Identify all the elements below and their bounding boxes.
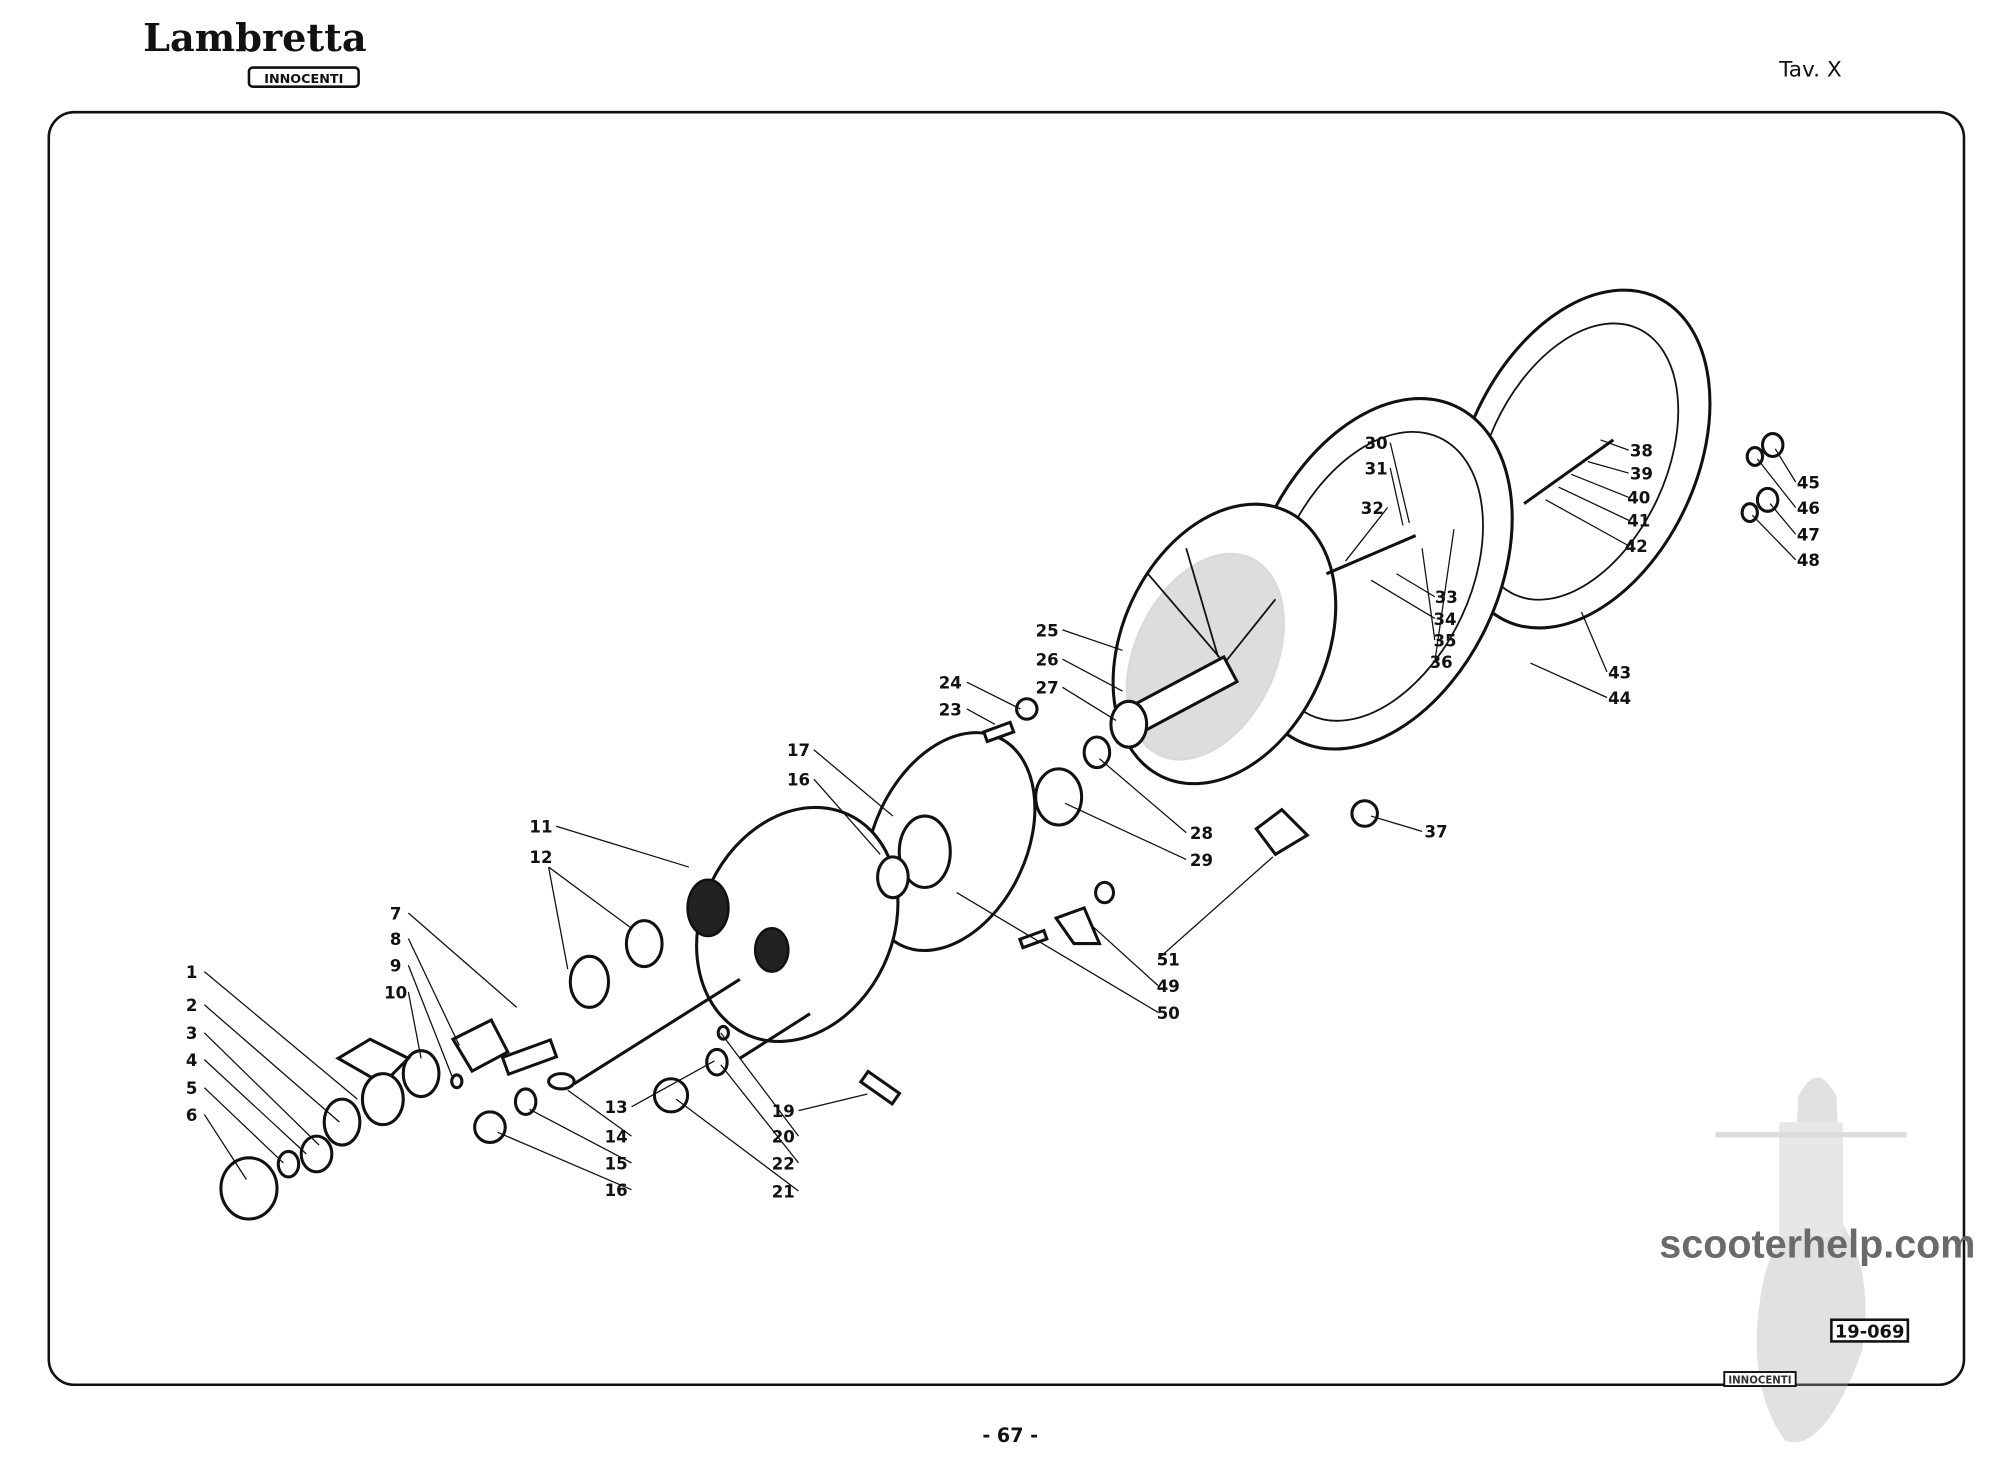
callout-4: 4	[186, 1051, 198, 1070]
callout-29: 29	[1190, 851, 1213, 870]
callout-39: 39	[1630, 464, 1653, 483]
scooter-watermark-image	[1715, 1077, 1907, 1443]
svg-text:INNOCENTI: INNOCENTI	[1728, 1375, 1791, 1386]
page-number: - 67 -	[982, 1424, 1038, 1447]
callout-37: 37	[1425, 823, 1448, 842]
diagram-frame	[47, 110, 1966, 1387]
callout-17: 17	[787, 741, 810, 760]
callout-labels: 1234567891011121314151616171920212223242…	[186, 434, 1820, 1201]
callout-23: 23	[939, 700, 962, 719]
leader-lines	[203, 439, 1797, 1192]
callout-2: 2	[186, 996, 198, 1015]
callout-15: 15	[605, 1154, 628, 1173]
callout-19: 19	[772, 1102, 795, 1121]
callout-28: 28	[1190, 824, 1213, 843]
callout-35: 35	[1433, 631, 1456, 650]
lambretta-logo: Lambretta INNOCENTI	[143, 16, 367, 88]
callout-1: 1	[186, 963, 198, 982]
drawing-code-box: 19-069	[1830, 1318, 1910, 1343]
callout-43: 43	[1608, 663, 1631, 682]
callout-27: 27	[1036, 679, 1059, 698]
callout-30: 30	[1365, 434, 1388, 453]
logo-sub-text: INNOCENTI	[264, 72, 343, 87]
callout-13: 13	[605, 1098, 628, 1117]
svg-text:19-069: 19-069	[1835, 1322, 1904, 1343]
end-cap	[219, 1156, 279, 1221]
callout-41: 41	[1627, 512, 1650, 531]
callout-10: 10	[384, 983, 407, 1002]
callout-25: 25	[1036, 621, 1059, 640]
callout-8: 8	[390, 930, 402, 949]
callout-38: 38	[1630, 441, 1653, 460]
callout-36: 36	[1430, 653, 1453, 672]
callout-42: 42	[1625, 537, 1648, 556]
callout-50: 50	[1157, 1004, 1180, 1023]
callout-46: 46	[1797, 499, 1820, 518]
callout-22: 22	[772, 1154, 795, 1173]
callout-31: 31	[1365, 459, 1388, 478]
callout-7: 7	[390, 904, 402, 923]
callout-14: 14	[605, 1127, 628, 1146]
callout-34: 34	[1433, 610, 1456, 629]
callout-51: 51	[1157, 950, 1180, 969]
callout-9: 9	[390, 957, 402, 976]
exploded-parts	[219, 288, 1785, 1221]
callout-48: 48	[1797, 551, 1820, 570]
callout-33: 33	[1435, 588, 1458, 607]
callout-47: 47	[1797, 526, 1820, 545]
callout-12: 12	[529, 848, 552, 867]
callout-45: 45	[1797, 473, 1820, 492]
callout-6: 6	[186, 1106, 198, 1125]
callout-16: 16	[787, 770, 810, 789]
plate-number: Tav. X	[1778, 58, 1842, 83]
callout-5: 5	[186, 1079, 198, 1098]
callout-11: 11	[529, 818, 552, 837]
callout-3: 3	[186, 1024, 198, 1043]
callout-40: 40	[1627, 489, 1650, 508]
watermark-text: scooterhelp.com	[1659, 1222, 1975, 1266]
callout-26: 26	[1036, 651, 1059, 670]
callout-20: 20	[772, 1127, 795, 1146]
callout-44: 44	[1608, 689, 1631, 708]
logo-brand-text: Lambretta	[143, 16, 367, 61]
callout-24: 24	[939, 674, 962, 693]
callout-16: 16	[605, 1181, 628, 1200]
callout-21: 21	[772, 1182, 795, 1201]
innocenti-badge: INNOCENTI	[1723, 1371, 1797, 1387]
callout-32: 32	[1361, 499, 1384, 518]
callout-49: 49	[1157, 977, 1180, 996]
rim-outer	[1451, 288, 1712, 630]
